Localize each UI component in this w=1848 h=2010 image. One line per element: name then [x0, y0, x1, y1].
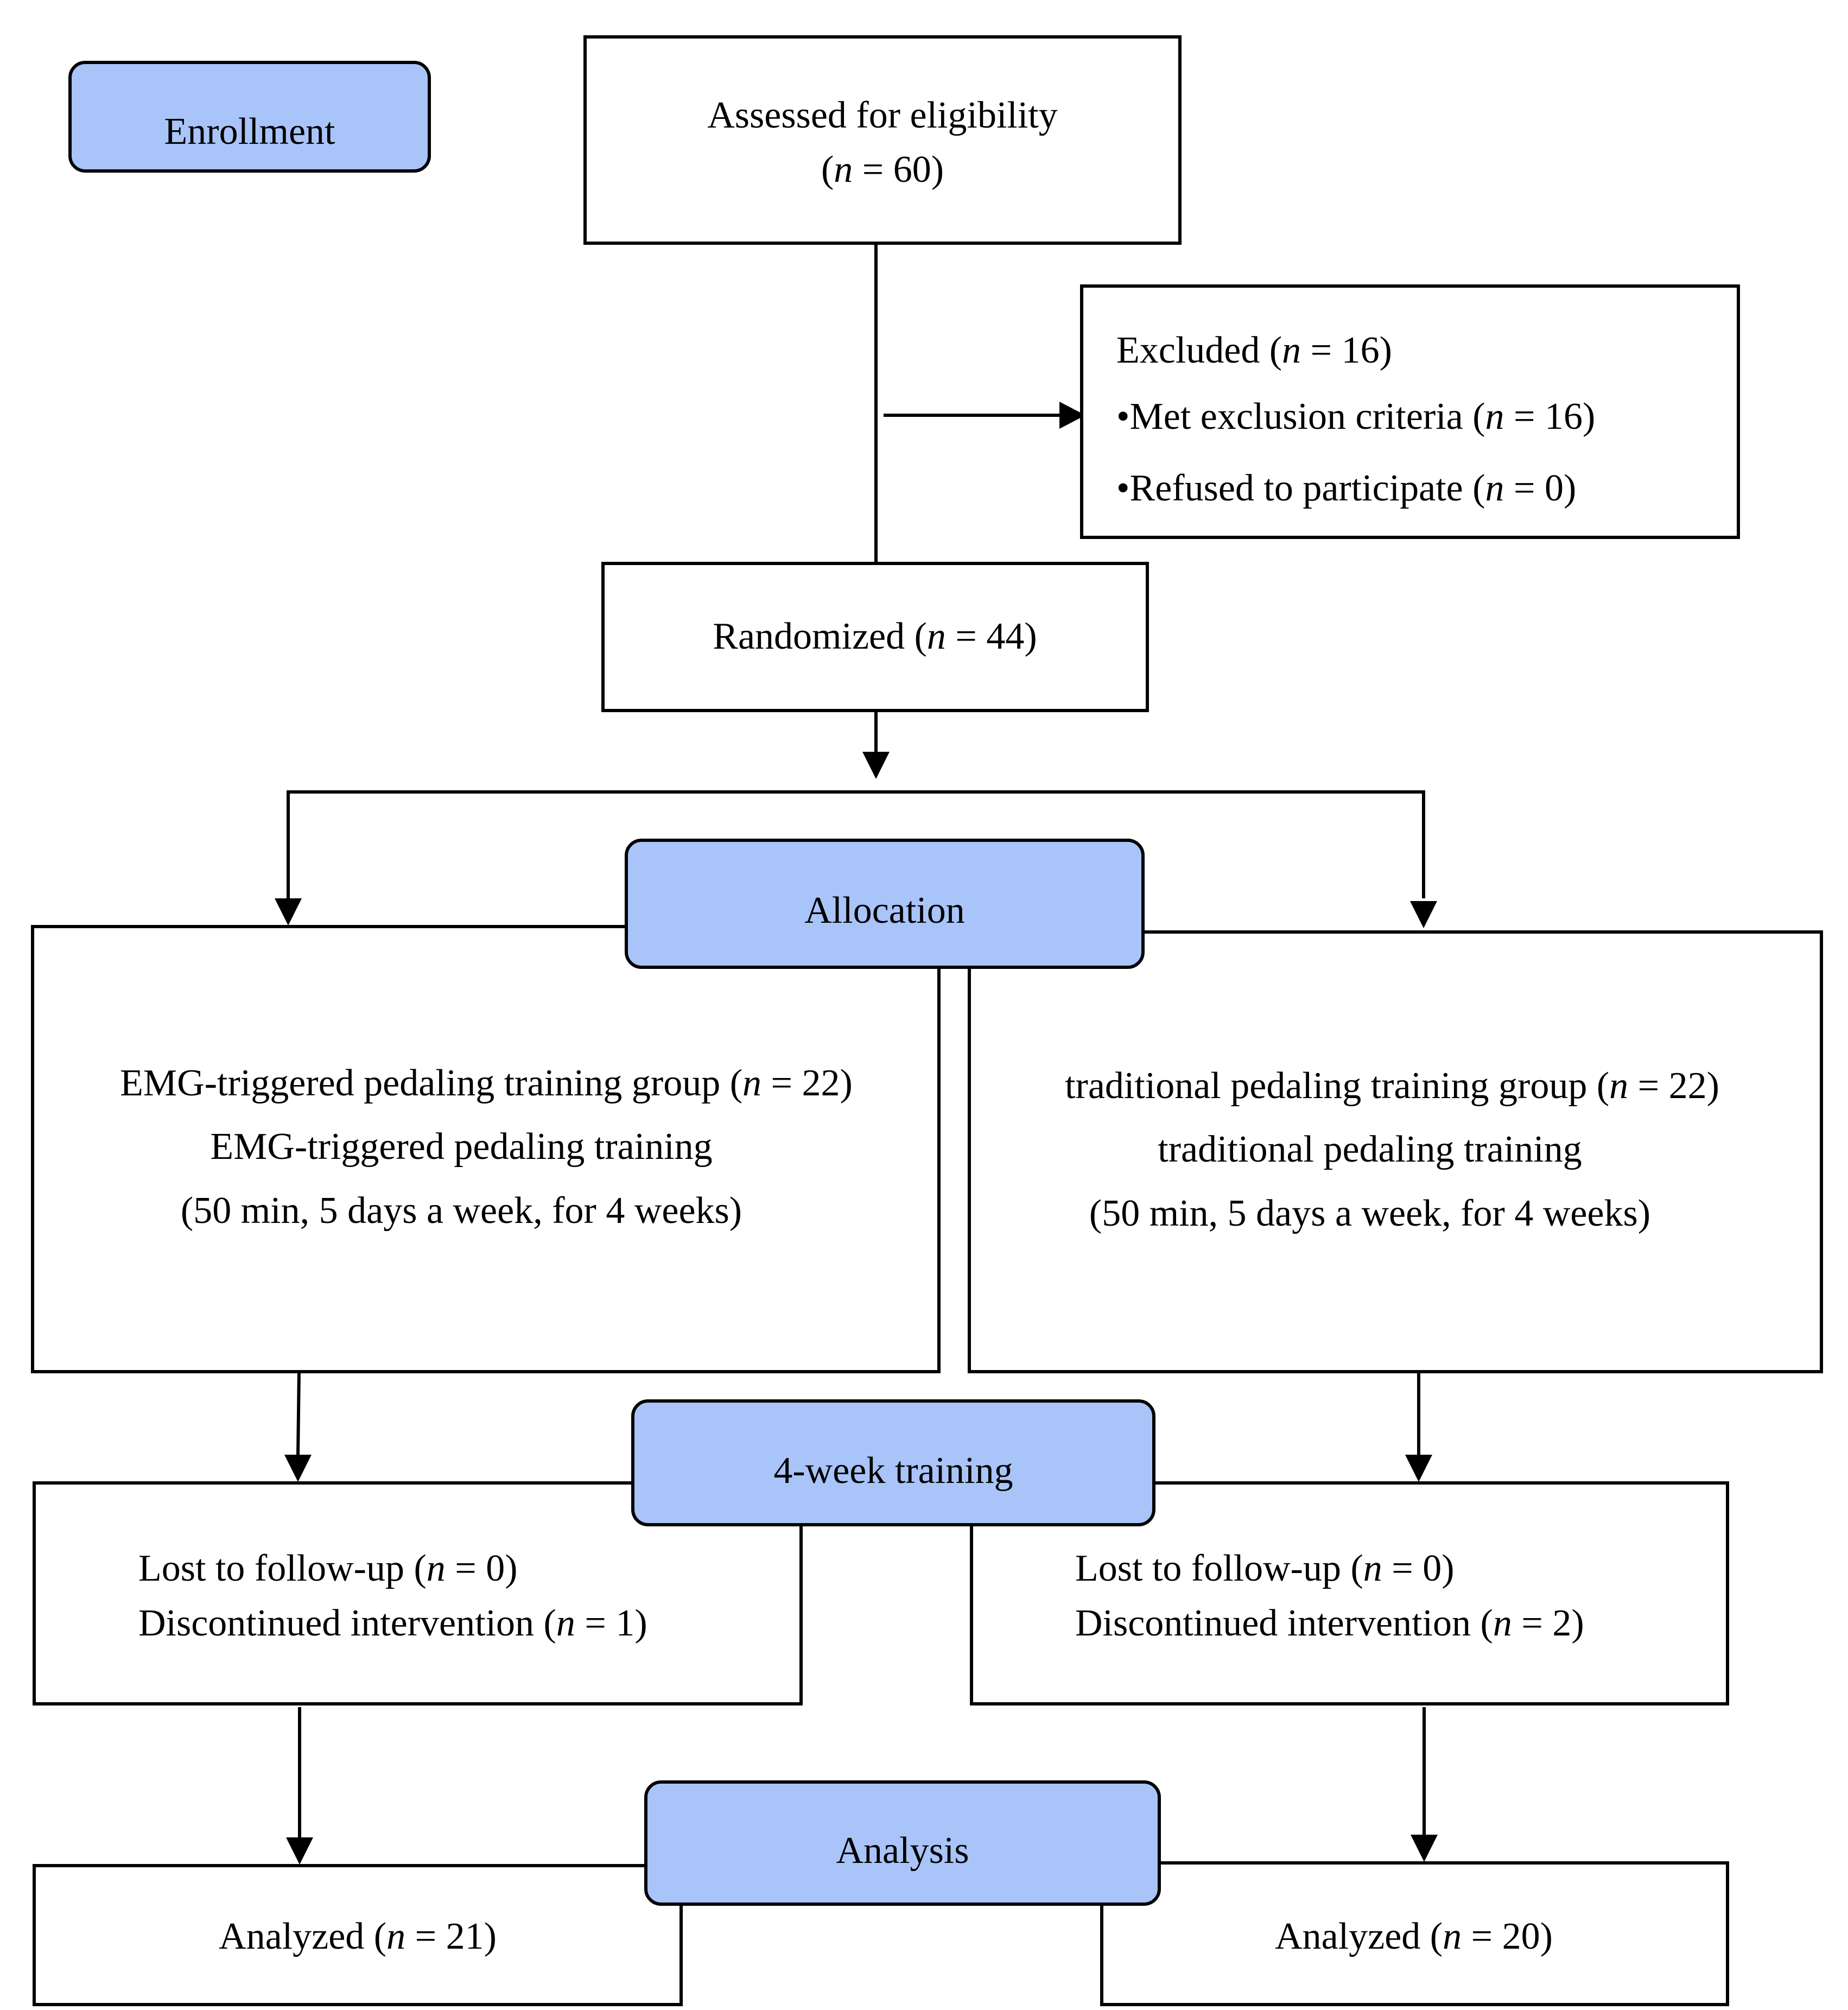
right-analyzed-box: [1100, 1861, 1729, 2006]
excluded-item: •Refused to participate (n = 0): [1116, 467, 1576, 509]
randomized-box: [601, 562, 1149, 712]
connector-left-group-to-followup: [296, 1371, 301, 1455]
left-group-box: [31, 925, 941, 1373]
arrow-head-left-followup: [284, 1455, 312, 1482]
right-discontinued: Discontinued intervention (n = 2): [1075, 1602, 1584, 1644]
training-label: 4-week training: [773, 1450, 1013, 1492]
arrow-head-excluded: [1059, 402, 1085, 429]
analysis-stage-box: [644, 1780, 1161, 1906]
left-analyzed-box: [33, 1864, 683, 2006]
assessed-label: Assessed for eligibility: [707, 94, 1057, 136]
right-group-box: [968, 930, 1823, 1373]
left-group-name: EMG-triggered pedaling training group (n…: [120, 1062, 853, 1104]
excluded-title: Excluded (n = 16): [1116, 329, 1392, 371]
right-lost-to-followup: Lost to follow-up (n = 0): [1075, 1548, 1455, 1589]
left-lost-to-followup: Lost to follow-up (n = 0): [138, 1548, 518, 1589]
arrow-head-right-group: [1410, 901, 1437, 928]
connector-split: [287, 790, 1425, 898]
assessed-count: (n = 60): [821, 149, 944, 191]
excluded-box: [1080, 284, 1740, 539]
stage-boxes: [68, 61, 1161, 1906]
analysis-label: Analysis: [836, 1830, 969, 1872]
arrow-head-right-followup: [1405, 1455, 1432, 1482]
left-discontinued: Discontinued intervention (n = 1): [138, 1602, 647, 1644]
right-analyzed: Analyzed (n = 20): [1275, 1916, 1553, 1957]
arrow-head-randomized: [862, 752, 890, 779]
connectors: [275, 243, 1438, 1865]
arrow-head-left-group: [275, 898, 302, 925]
enrollment-stage-box: [68, 61, 431, 173]
excluded-item: •Met exclusion criteria (n = 16): [1116, 396, 1595, 437]
right-group-schedule: (50 min, 5 days a week, for 4 weeks): [1089, 1193, 1650, 1234]
left-group-schedule: (50 min, 5 days a week, for 4 weeks): [181, 1190, 742, 1232]
arrow-head-right-analysis: [1411, 1835, 1438, 1862]
training-stage-box: [631, 1399, 1155, 1526]
right-group-intervention: traditional pedaling training: [1158, 1128, 1582, 1170]
allocation-label: Allocation: [804, 890, 964, 931]
right-group-name: traditional pedaling training group (n =…: [1065, 1065, 1719, 1107]
enrollment-label: Enrollment: [164, 111, 335, 153]
randomized-label: Randomized (n = 44): [713, 616, 1037, 657]
assessed-box: [583, 35, 1182, 245]
left-analyzed: Analyzed (n = 21): [219, 1916, 497, 1957]
arrow-head-left-analysis: [286, 1837, 313, 1865]
allocation-stage-box: [625, 839, 1145, 969]
flow-boxes: [31, 35, 1823, 2006]
left-group-intervention: EMG-triggered pedaling training: [210, 1126, 712, 1168]
